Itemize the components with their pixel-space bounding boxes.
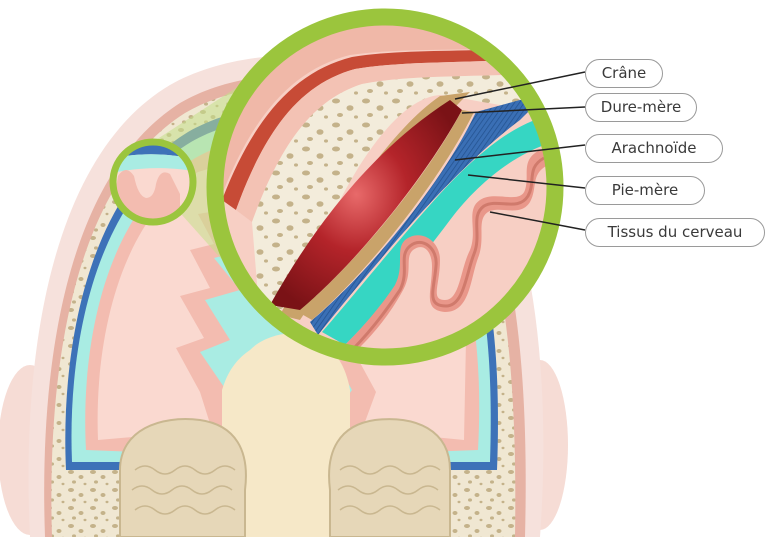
leader-tissus — [489, 211, 586, 231]
cerebellum-folds — [131, 465, 441, 515]
leader-dure-mere — [461, 106, 586, 114]
right-cerebellum — [328, 418, 451, 538]
label-dure-mere: Dure-mère — [585, 93, 697, 122]
leader-arachnoide — [454, 144, 586, 161]
label-tissus-du-cerveau: Tissus du cerveau — [585, 218, 765, 247]
leader-pie-mere — [467, 174, 586, 189]
big-zoom-content — [223, 25, 547, 349]
label-pie-mere: Pie-mère — [585, 176, 705, 205]
small-zoom-ring — [109, 138, 197, 226]
left-cerebellum — [119, 418, 247, 538]
leader-crane — [454, 71, 586, 100]
hematoma — [270, 100, 462, 310]
leader-lines — [454, 71, 586, 231]
label-arachnoide: Arachnoïde — [585, 134, 723, 163]
label-crane: Crâne — [585, 59, 663, 88]
big-zoom-ring — [206, 8, 564, 366]
brainstem-region — [222, 333, 350, 537]
